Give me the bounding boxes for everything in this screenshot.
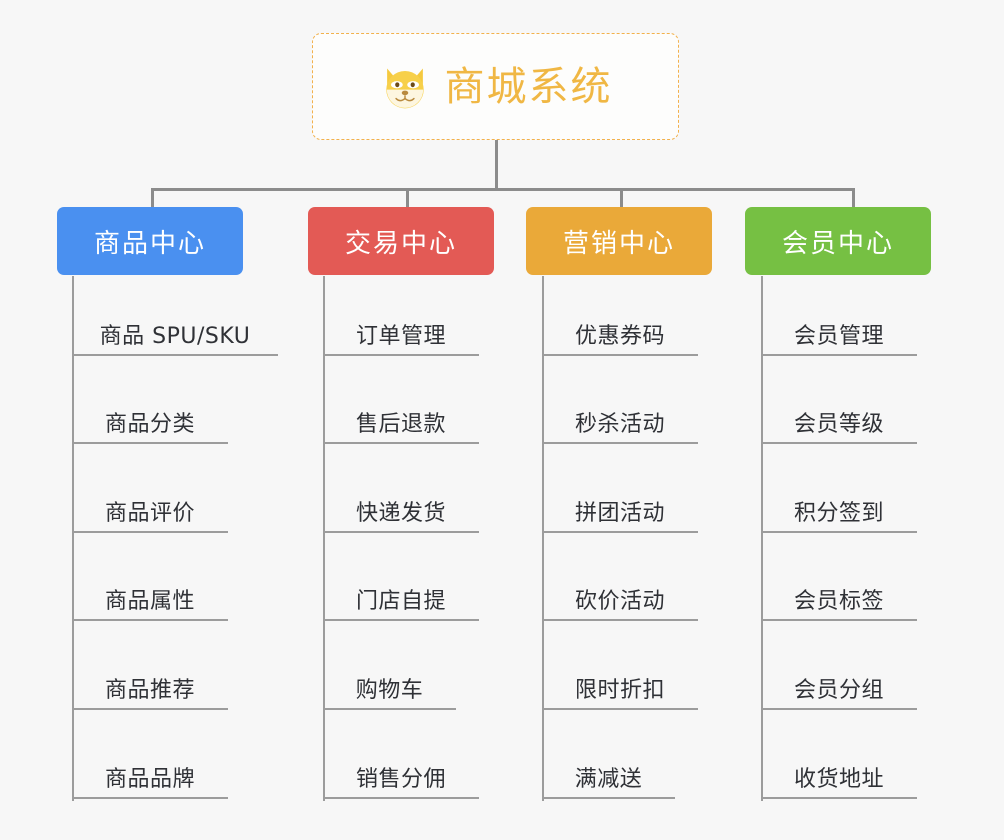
leaf-label: 会员标签 (793, 589, 884, 614)
leaf-label: 商品推荐 (104, 678, 195, 703)
leaf-item[interactable]: 售后退款 (323, 400, 479, 444)
category-label: 交易中心 (344, 228, 457, 259)
connector-horizontal-bus (151, 188, 855, 191)
leaf-label: 砍价活动 (574, 589, 665, 614)
leaf-item[interactable]: 拼团活动 (542, 489, 698, 533)
category-label: 营销中心 (562, 228, 675, 259)
category-box-product-center[interactable]: 商品中心 (57, 207, 243, 275)
leaf-item[interactable]: 会员标签 (761, 577, 917, 621)
leaf-item[interactable]: 会员管理 (761, 312, 917, 356)
leaf-label: 订单管理 (355, 324, 446, 349)
leaf-label: 积分签到 (793, 501, 884, 526)
leaf-label: 限时折扣 (574, 678, 665, 703)
leaf-label: 销售分佣 (355, 767, 446, 792)
leaf-item[interactable]: 订单管理 (323, 312, 479, 356)
leaf-label: 商品属性 (104, 589, 195, 614)
connector-drop-col-3 (620, 188, 623, 208)
leaf-item[interactable]: 满减送 (542, 755, 675, 799)
category-label: 商品中心 (93, 228, 206, 259)
leaf-item[interactable]: 商品 SPU/SKU (72, 312, 278, 356)
root-node-shopping-mall-system[interactable]: 商城系统 (312, 33, 679, 140)
leaf-item[interactable]: 销售分佣 (323, 755, 479, 799)
category-label: 会员中心 (781, 228, 894, 259)
leaf-label: 收货地址 (793, 767, 884, 792)
leaf-item[interactable]: 快递发货 (323, 489, 479, 533)
category-box-member-center[interactable]: 会员中心 (745, 207, 931, 275)
leaf-item[interactable]: 购物车 (323, 666, 456, 710)
leaf-label: 商品分类 (104, 412, 195, 437)
leaf-label: 售后退款 (355, 412, 446, 437)
spine-col-1 (72, 276, 74, 801)
leaf-label: 会员分组 (793, 678, 884, 703)
category-box-trade-center[interactable]: 交易中心 (308, 207, 494, 275)
dog-face-icon (379, 62, 431, 114)
leaf-label: 商品 SPU/SKU (99, 324, 251, 349)
leaf-label: 快递发货 (355, 501, 446, 526)
leaf-item[interactable]: 限时折扣 (542, 666, 698, 710)
leaf-item[interactable]: 优惠券码 (542, 312, 698, 356)
leaf-label: 拼团活动 (574, 501, 665, 526)
spine-col-3 (542, 276, 544, 801)
spine-col-2 (323, 276, 325, 801)
spine-col-4 (761, 276, 763, 801)
leaf-item[interactable]: 积分签到 (761, 489, 917, 533)
leaf-label: 门店自提 (355, 589, 446, 614)
leaf-label: 会员管理 (793, 324, 884, 349)
leaf-item[interactable]: 商品推荐 (72, 666, 228, 710)
connector-drop-col-2 (406, 188, 409, 208)
leaf-item[interactable]: 会员分组 (761, 666, 917, 710)
category-box-marketing-center[interactable]: 营销中心 (526, 207, 712, 275)
connector-drop-col-1 (151, 188, 154, 208)
leaf-item[interactable]: 商品属性 (72, 577, 228, 621)
connector-root-stem (495, 140, 498, 190)
leaf-item[interactable]: 收货地址 (761, 755, 917, 799)
root-title: 商城系统 (444, 63, 613, 110)
leaf-item[interactable]: 会员等级 (761, 400, 917, 444)
leaf-label: 商品评价 (104, 501, 195, 526)
connector-drop-col-4 (852, 188, 855, 208)
leaf-item[interactable]: 商品分类 (72, 400, 228, 444)
leaf-label: 满减送 (574, 767, 643, 792)
leaf-item[interactable]: 商品品牌 (72, 755, 228, 799)
leaf-item[interactable]: 砍价活动 (542, 577, 698, 621)
leaf-label: 购物车 (355, 678, 424, 703)
leaf-label: 秒杀活动 (574, 412, 665, 437)
leaf-item[interactable]: 门店自提 (323, 577, 479, 621)
leaf-label: 优惠券码 (574, 324, 665, 349)
leaf-item[interactable]: 秒杀活动 (542, 400, 698, 444)
leaf-label: 会员等级 (793, 412, 884, 437)
leaf-label: 商品品牌 (104, 767, 195, 792)
leaf-item[interactable]: 商品评价 (72, 489, 228, 533)
